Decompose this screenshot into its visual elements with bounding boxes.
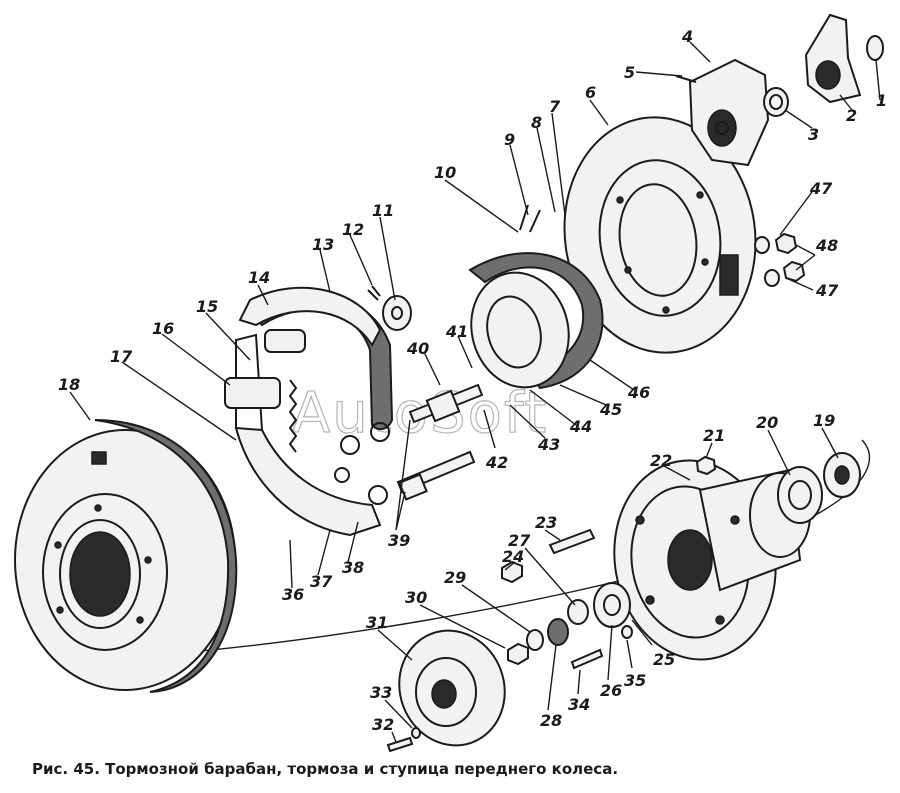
- callout-31: 31: [366, 613, 388, 632]
- callout-16: 16: [152, 319, 174, 338]
- callout-32: 32: [372, 715, 394, 734]
- callout-24: 24: [502, 547, 524, 566]
- callout-12: 12: [342, 220, 364, 239]
- callout-7: 7: [549, 97, 561, 116]
- return-spring-part: [224, 329, 306, 453]
- callout-4: 4: [681, 27, 693, 46]
- wheel-hub-part: [613, 459, 811, 661]
- callout-23: 23: [535, 513, 557, 532]
- callout-34: 34: [568, 695, 590, 714]
- figure-caption: Рис. 45. Тормозной барабан, тормоза и ст…: [32, 760, 619, 778]
- callout-35: 35: [624, 671, 646, 690]
- inner-brake-shoe-part: [468, 204, 604, 390]
- callout-44: 44: [569, 417, 592, 436]
- slack-adjuster-part: [804, 13, 884, 104]
- callout-30: 30: [405, 588, 427, 607]
- callout-2: 2: [846, 106, 857, 125]
- callout-13: 13: [312, 235, 334, 254]
- callout-48: 48: [815, 236, 838, 255]
- callout-28: 28: [540, 711, 562, 730]
- brake-shoe-part: [234, 286, 394, 537]
- leader-lines: [69, 41, 881, 743]
- bearing-part: [593, 452, 861, 628]
- hub-cap-part: [386, 629, 506, 753]
- callout-43: 43: [537, 435, 560, 454]
- callout-45: 45: [599, 400, 622, 419]
- callout-47b: 47: [815, 281, 839, 300]
- callout-37: 37: [310, 572, 333, 591]
- callout-21: 21: [703, 426, 725, 445]
- callout-19: 19: [813, 411, 835, 430]
- callout-20: 20: [756, 413, 778, 432]
- callout-27: 27: [508, 531, 531, 550]
- callout-39: 39: [388, 531, 410, 550]
- callout-11: 11: [372, 201, 394, 220]
- callout-22: 22: [650, 451, 672, 470]
- camshaft-bracket-part: [675, 58, 789, 167]
- nut-washer-part: [754, 232, 806, 287]
- callout-1: 1: [876, 91, 887, 110]
- callout-9: 9: [504, 130, 515, 149]
- callout-5: 5: [624, 63, 635, 82]
- callout-6: 6: [585, 83, 596, 102]
- brake-drum-part: [14, 419, 238, 693]
- callout-40: 40: [406, 339, 429, 358]
- callout-3: 3: [808, 125, 819, 144]
- callout-17: 17: [110, 347, 133, 366]
- callout-18: 18: [58, 375, 80, 394]
- brake-backing-plate-part: [563, 116, 757, 354]
- callout-46: 46: [627, 383, 650, 402]
- callout-41: 41: [445, 322, 468, 341]
- callout-14: 14: [248, 268, 270, 287]
- washer-pin-part: [367, 285, 412, 331]
- callout-10: 10: [434, 163, 456, 182]
- callout-26: 26: [600, 681, 622, 700]
- callout-38: 38: [342, 558, 364, 577]
- callout-47a: 47: [809, 179, 833, 198]
- callout-15: 15: [196, 297, 218, 316]
- callout-25: 25: [653, 650, 675, 669]
- callout-8: 8: [531, 113, 542, 132]
- callout-36: 36: [282, 585, 304, 604]
- callout-29: 29: [444, 568, 466, 587]
- callout-labels: 1 2 3 4 5 6 7 8 9 10 11 12 13 14 15 16 1…: [58, 27, 887, 734]
- fastener-part: [501, 455, 717, 670]
- callout-42: 42: [485, 453, 508, 472]
- callout-33: 33: [370, 683, 392, 702]
